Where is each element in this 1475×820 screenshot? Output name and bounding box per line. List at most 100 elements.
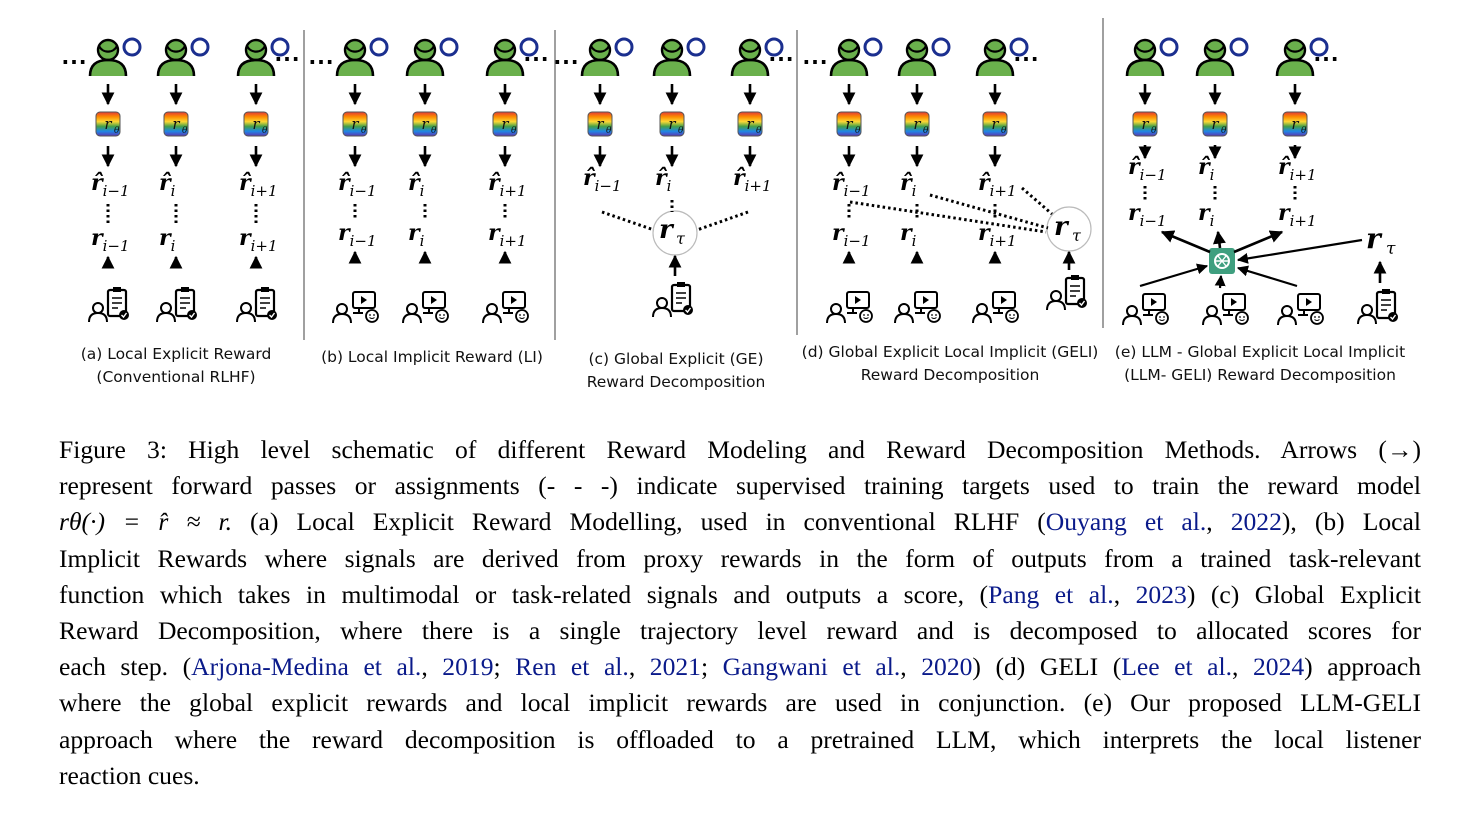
panel-b-caption: (b) Local Implicit Reward (LI) [314,346,550,369]
caption-line-5: function which takes in multimodal or ta… [59,577,1421,613]
global-reward-label: r [1366,222,1383,255]
caption-line-3: rθ(·) = r̂ ≈ r. (a) Local Explicit Rewar… [59,504,1421,540]
explicit-feedback-clipboard-icon [87,285,131,324]
thought-bubble-icon [190,37,210,57]
citation-arjona-year[interactable]: 2019 [442,652,494,682]
caption-line-2: represent forward passes or assignments … [59,471,1421,501]
listener-reaction-icon [894,291,941,324]
decomposition-dotted-line [1021,186,1053,216]
reward-model-box [492,111,518,137]
ellipsis-right: ⋯ [1313,44,1339,74]
listener-reaction-icon [482,291,529,324]
listener-reaction-icon [1122,293,1169,326]
decomposition-dotted-line [696,210,749,232]
reward-label: ri [159,225,176,255]
reward-model-box [587,111,613,137]
thought-bubble-icon [439,37,459,57]
reward-label: ri [1198,200,1215,230]
citation-ouyang-year[interactable]: 2022 [1230,507,1282,537]
reward-label: ri−1 [338,220,377,250]
estimated-reward-label: r̂i−1 [338,170,377,200]
reward-label: ri−1 [832,220,871,250]
explicit-feedback-clipboard-icon [155,285,199,324]
citation-sep: , [1232,652,1253,682]
caption-line-9: approach where the reward decomposition … [59,724,1421,754]
user-avatar-icon [485,38,525,78]
citation-sep: , [421,652,443,682]
reward-model-box [342,111,368,137]
reward-model-box [243,111,269,137]
reward-label: ri+1 [1278,200,1317,230]
estimated-reward-label: r̂i [655,165,672,195]
citation-ren-year[interactable]: 2021 [649,652,701,682]
citation-sep: ; [493,652,516,682]
panel-c-caption-line2: Reward Decomposition [586,373,766,391]
panel-e-caption-line2: (LLM- GELI) Reward Decomposition [1124,366,1396,384]
user-avatar-icon [897,38,937,78]
reward-label: ri−1 [91,225,130,255]
citation-ouyang[interactable]: Ouyang et al. [1045,507,1207,537]
citation-pang-year[interactable]: 2023 [1135,579,1187,609]
caption-text: ) (d) GELI ( [972,652,1122,682]
user-avatar-icon [1125,38,1165,78]
llm-input-arrow [1236,265,1298,288]
listener-reaction-icon [972,291,1019,324]
citation-gangwani-year[interactable]: 2020 [921,652,973,682]
ellipsis-right: ⋯ [768,44,794,74]
reward-model-box [1282,111,1308,137]
reward-model-box [982,111,1008,137]
citation-ren[interactable]: Ren et al. [515,652,629,682]
reward-model-box [1132,111,1158,137]
citation-lee-year[interactable]: 2024 [1252,652,1305,682]
estimated-reward-label: r̂i+1 [978,170,1017,200]
thought-bubble-icon [369,37,389,57]
citation-gangwani[interactable]: Gangwani et al. [722,652,901,682]
caption-line-4: Implicit Rewards where signals are deriv… [59,543,1421,573]
llm-input-arrow [1214,274,1226,289]
reward-model-box [836,111,862,137]
thought-bubble-icon [122,37,142,57]
reward-model-box [904,111,930,137]
ellipsis-left: ⋯ [308,47,334,77]
decomposition-dotted-line [929,193,1049,230]
user-avatar-icon [730,38,770,78]
estimated-reward-label: r̂i [408,170,425,200]
citation-pang[interactable]: Pang et al. [988,579,1114,609]
global-reward-sub: τ [676,229,686,248]
user-avatar-icon [335,38,375,78]
thought-bubble-icon [1229,37,1249,57]
caption-line-6: Reward Decomposition, where there is a s… [59,616,1421,646]
estimated-reward-label: r̂i [900,170,917,200]
estimated-reward-label: r̂i−1 [91,170,130,200]
llm-icon [1209,248,1235,274]
panel-e-caption-line1: (e) LLM - Global Explicit Local Implicit [1114,343,1406,361]
estimated-reward-label: r̂i−1 [583,165,622,195]
panel-c-caption-line1: (c) Global Explicit (GE) [588,350,764,368]
panel-a-caption: (a) Local Explicit Reward (Conventional … [60,343,292,389]
caption-text: ) approach [1304,652,1422,682]
caption-line-8: where the global explicit rewards and lo… [59,688,1421,718]
ellipsis-left: ⋯ [61,47,87,77]
thought-bubble-icon [686,37,706,57]
panel-e-caption: (e) LLM - Global Explicit Local Implicit… [1108,341,1412,387]
panel-b-caption-line1: (b) Local Implicit Reward (LI) [321,348,543,366]
reward-model-box [737,111,763,137]
estimated-reward-label: r̂i+1 [733,165,772,195]
caption-line-1: Figure 3: High level schematic of differ… [59,435,1421,464]
user-avatar-icon [829,38,869,78]
global-reward-label: r [1054,212,1070,242]
citation-arjona[interactable]: Arjona-Medina et al. [191,652,422,682]
llm-assign-arrow [1233,230,1284,254]
ellipsis-right: ⋯ [1013,44,1039,74]
schematic-svg: r θ [61,18,1400,340]
listener-reaction-icon [1202,293,1249,326]
listener-reaction-icon [826,291,873,324]
user-avatar-icon [652,38,692,78]
thought-bubble-icon [931,37,951,57]
llm-input-arrow [1236,238,1363,264]
global-reward-label: r [659,215,675,245]
reward-model-box [1202,111,1228,137]
citation-lee[interactable]: Lee et al. [1121,652,1233,682]
estimated-reward-label: r̂i [159,170,176,200]
listener-reaction-icon [402,291,449,324]
